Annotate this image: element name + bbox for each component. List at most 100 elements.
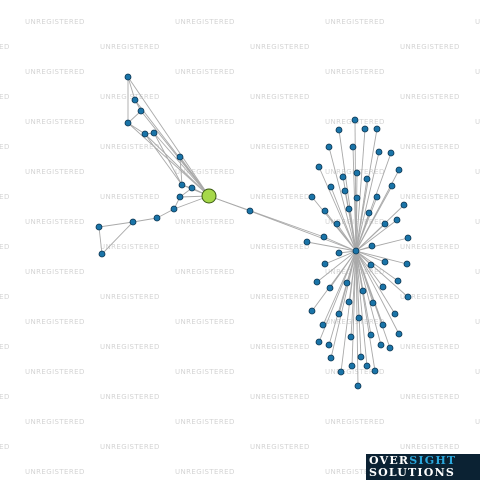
- hub-edge: [355, 250, 382, 346]
- watermark-text: UNREGISTERED: [25, 268, 85, 276]
- bridge-edge: [208, 195, 325, 238]
- entity-node: [363, 362, 371, 370]
- entity-node: [403, 260, 411, 268]
- logo-word-over: OVER: [369, 454, 410, 467]
- entity-node: [315, 338, 323, 346]
- watermark-text: UNREGISTERED: [400, 143, 460, 151]
- hub-edge: [355, 219, 398, 252]
- watermark-text: UNREGISTERED: [325, 218, 385, 226]
- watermark-text: UNREGISTERED: [25, 118, 85, 126]
- entity-node: [349, 143, 357, 151]
- cluster-edge: [144, 133, 183, 186]
- entity-node: [325, 341, 333, 349]
- focus-edge: [140, 110, 210, 197]
- entity-node: [345, 298, 353, 306]
- entity-node: [308, 307, 316, 315]
- entity-node: [141, 130, 149, 138]
- hub-edge: [355, 212, 370, 252]
- hub-edge: [311, 250, 357, 312]
- entity-node: [313, 278, 321, 286]
- watermark-text: UNREGISTERED: [475, 318, 480, 326]
- watermark-text: UNREGISTERED: [175, 318, 235, 326]
- entity-node: [351, 116, 359, 124]
- hub-edge: [330, 250, 357, 359]
- entity-node: [381, 220, 389, 228]
- watermark-text: UNREGISTERED: [100, 243, 160, 251]
- hub-edge: [330, 186, 357, 252]
- entity-node: [335, 249, 343, 257]
- entity-node: [373, 125, 381, 133]
- watermark-text: UNREGISTERED: [250, 443, 310, 451]
- watermark-text: UNREGISTERED: [400, 193, 460, 201]
- watermark-text: UNREGISTERED: [25, 468, 85, 476]
- watermark-text: UNREGISTERED: [400, 393, 460, 401]
- cluster-edge: [127, 76, 136, 101]
- entity-node: [394, 277, 402, 285]
- hub-edge: [351, 250, 357, 367]
- entity-node: [400, 201, 408, 209]
- hub-edge: [355, 250, 399, 282]
- node-layer: [95, 73, 412, 390]
- entity-node: [308, 193, 316, 201]
- entity-node: [379, 321, 387, 329]
- entity-node: [341, 187, 349, 195]
- entity-node: [326, 284, 334, 292]
- entity-node: [387, 149, 395, 157]
- watermark-text: UNREGISTERED: [25, 218, 85, 226]
- watermark-text: UNREGISTERED: [400, 293, 460, 301]
- hub-edge: [355, 250, 362, 358]
- watermark-text: UNREGISTERED: [400, 43, 460, 51]
- watermark-text: UNREGISTERED: [325, 68, 385, 76]
- hub-edge: [355, 250, 408, 265]
- entity-node: [335, 126, 343, 134]
- watermark-text: UNREGISTERED: [475, 68, 480, 76]
- watermark-text: UNREGISTERED: [25, 168, 85, 176]
- hub-edge: [328, 146, 357, 252]
- watermark-text: UNREGISTERED: [400, 243, 460, 251]
- watermark-text: UNREGISTERED: [25, 68, 85, 76]
- hub-edge: [355, 128, 366, 252]
- entity-node: [124, 73, 132, 81]
- watermark-text: UNREGISTERED: [100, 43, 160, 51]
- entity-node: [131, 96, 139, 104]
- entity-node: [395, 330, 403, 338]
- entity-node: [355, 314, 363, 322]
- hub-edge: [336, 223, 357, 252]
- watermark-text: UNREGISTERED: [0, 143, 10, 151]
- cluster-edge: [101, 221, 134, 255]
- watermark-text: UNREGISTERED: [0, 343, 10, 351]
- entity-node: [176, 153, 184, 161]
- watermark-text: UNREGISTERED: [100, 393, 160, 401]
- watermark-text: UNREGISTERED: [475, 368, 480, 376]
- watermark-text: UNREGISTERED: [475, 18, 480, 26]
- hub-edge: [355, 197, 358, 252]
- entity-node: [367, 331, 375, 339]
- entity-node: [333, 220, 341, 228]
- watermark-text: UNREGISTERED: [250, 243, 310, 251]
- watermark-text: UNREGISTERED: [0, 443, 10, 451]
- watermark-text: UNREGISTERED: [175, 468, 235, 476]
- hub-edge: [355, 250, 400, 335]
- hub-edge: [316, 250, 357, 283]
- entity-node: [353, 169, 361, 177]
- entity-node: [361, 125, 369, 133]
- focus-edge: [179, 156, 210, 197]
- hub-edge: [318, 166, 357, 252]
- watermark-text: UNREGISTERED: [0, 193, 10, 201]
- entity-node: [321, 260, 329, 268]
- entity-node: [327, 183, 335, 191]
- entity-node: [359, 287, 367, 295]
- hub-edge: [355, 250, 368, 367]
- watermark-text: UNREGISTERED: [250, 393, 310, 401]
- entity-node: [337, 368, 345, 376]
- entity-node: [379, 283, 387, 291]
- watermark-text: UNREGISTERED: [0, 93, 10, 101]
- entity-node: [339, 173, 347, 181]
- watermark-text: UNREGISTERED: [175, 368, 235, 376]
- entity-node: [150, 129, 158, 137]
- watermark-text: UNREGISTERED: [250, 43, 310, 51]
- hub-edge: [355, 250, 396, 315]
- entity-node: [343, 279, 351, 287]
- entity-node: [391, 310, 399, 318]
